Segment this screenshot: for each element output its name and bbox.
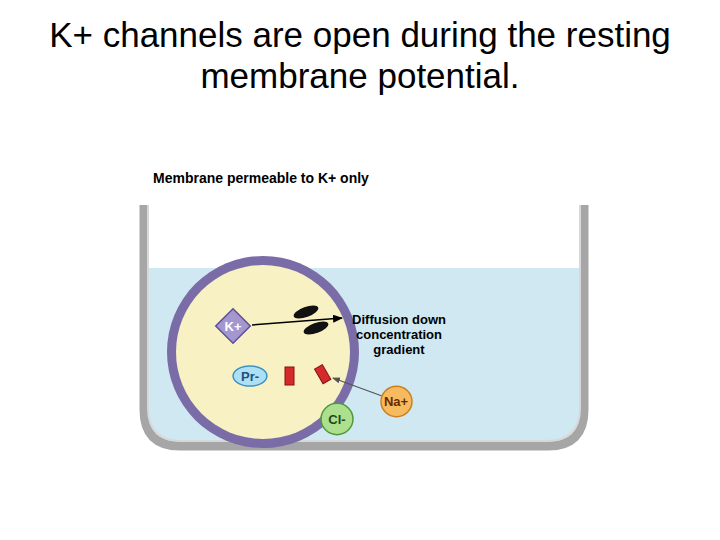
beaker-wall [144, 205, 584, 446]
cell-membrane [167, 256, 359, 448]
potassium-ion: K+ [215, 308, 251, 344]
diffusion-arrow [252, 318, 342, 325]
k-channel [302, 319, 330, 337]
ion-label: Na+ [384, 394, 408, 409]
diffusion-note: Diffusion down concentration gradient [343, 312, 455, 357]
slide-title: K+ channels are open during the resting … [40, 14, 680, 96]
beaker-inner-edge [148, 205, 580, 441]
membrane-caption: Membrane permeable to K+ only [153, 170, 453, 186]
sodium-ion: Na+ [380, 385, 413, 418]
protein-anion: Pr- [232, 365, 268, 387]
chloride-ion: Cl- [320, 402, 354, 436]
k-channel [292, 303, 320, 321]
blocked-channel [315, 365, 331, 384]
blocked-path [333, 378, 382, 396]
ion-label: Pr- [241, 369, 259, 384]
ion-label: Cl- [328, 412, 345, 427]
ion-label: K+ [225, 319, 242, 334]
blocked-channel [285, 367, 294, 385]
